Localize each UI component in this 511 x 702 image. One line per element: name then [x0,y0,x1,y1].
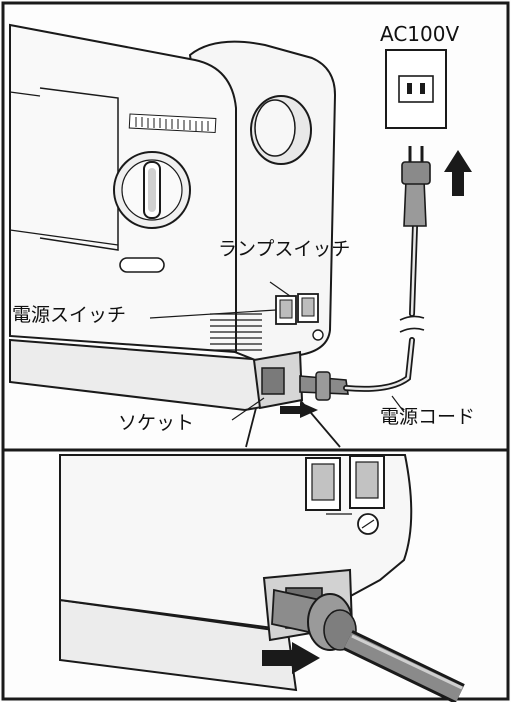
zoom-switch-pair [305,455,385,535]
socket-leader [231,397,265,421]
power-switch-leader [149,309,277,319]
zoom-arrow-right-icon [262,642,320,674]
plug-icon [299,371,349,401]
voltage-label: AC100V [380,22,460,46]
power-switch-label: 電源スイッチ [12,304,127,326]
zoom-line-right [299,399,341,448]
vent-lines [210,313,262,351]
hand-wheel [250,95,312,165]
outlet-icon [385,49,447,129]
cord-leader [391,395,405,413]
wall-plug-icon [401,146,431,227]
lamp-switch-label: ランプスイッチ [218,238,351,260]
dial-icon [113,151,191,229]
power-cord-label: 電源コード [380,406,476,428]
socket-label: ソケット [118,412,195,434]
zoom-line-left [245,407,257,448]
arrow-right-icon [280,402,318,418]
arrow-up-icon [444,150,472,196]
lamp-switch-leader [269,281,291,297]
top-panel [9,23,472,421]
switch-pair [275,293,324,341]
front-slot [119,257,165,273]
bottom-panel [59,454,465,702]
stitch-scale-ticks [135,117,209,131]
stitch-scale [128,113,217,134]
cord-break-mark [399,315,425,321]
zoom-machine-base [59,598,298,692]
socket-opening [261,367,285,395]
